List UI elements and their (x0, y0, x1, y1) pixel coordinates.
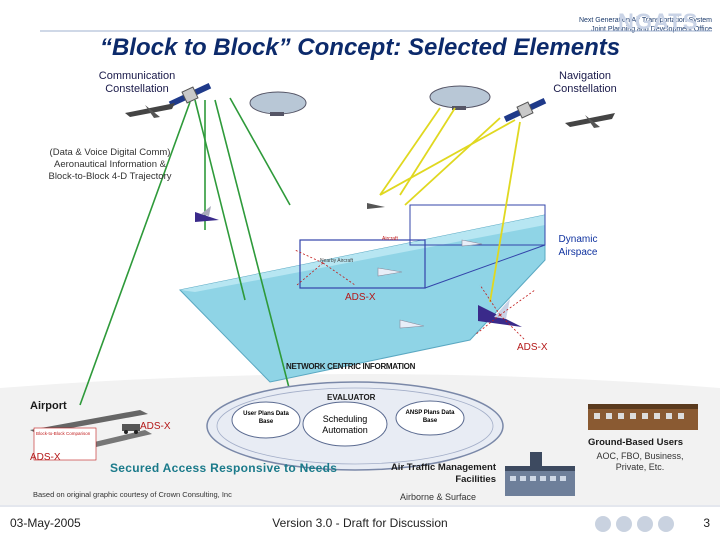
agency-seals (595, 516, 674, 532)
communication-constellation-label: Communication Constellation (98, 70, 176, 95)
slide-title: “Block to Block” Concept: Selected Eleme… (99, 34, 621, 61)
secured-access-label: Secured Access Responsive to Needs (110, 461, 338, 475)
adsx-center-label: ADS-X (345, 292, 376, 303)
dynamic-airspace-box-1 (299, 239, 426, 289)
airport-box-label: Block-to-Block Comparison (36, 431, 91, 436)
comm-blimp (249, 91, 307, 116)
nav-links (379, 107, 521, 303)
network-centric-label: NETWORK CENTRIC INFORMATION (286, 362, 416, 371)
ground-users-sub-label: AOC, FBO, Business, Private, Etc. (596, 451, 684, 472)
dynamic-airspace-edge (424, 244, 546, 289)
footer-page-number: 3 (703, 516, 710, 530)
ground-building (588, 404, 698, 430)
small-box-label-2: Aircraft (382, 236, 398, 242)
scheduling-label: Scheduling Automation (322, 414, 368, 435)
nav-satellite (503, 97, 547, 123)
aircraft-1 (195, 206, 219, 222)
adsx-left-lower-label: ADS-X (30, 452, 61, 463)
dynamic-airspace-label: Dynamic Airspace (558, 234, 598, 258)
footer-date: 03-May-2005 (10, 516, 81, 530)
nav-blimp (429, 85, 491, 110)
scheduling-node (302, 401, 388, 447)
based-on-label: Based on original graphic courtesy of Cr… (33, 490, 232, 499)
user-plans-label: User Plans Data Base (243, 411, 289, 425)
nav-uav (565, 113, 615, 128)
aircraft-2 (367, 203, 385, 209)
airport-label: Airport (30, 400, 67, 412)
comm-uav (125, 103, 175, 118)
network-oval-inner (216, 387, 494, 465)
evaluator-label: EVALUATOR (327, 393, 376, 402)
airborne-surface-label: Airborne & Surface (400, 492, 477, 502)
navigation-constellation-label: Navigation Constellation (553, 70, 617, 95)
data-voice-label: (Data & Voice Digital Comm) Aeronautical… (48, 147, 172, 182)
user-plans-node (231, 401, 301, 439)
footer-version: Version 3.0 - Draft for Discussion (272, 516, 448, 530)
org-line-1: Next Generation Air Transportation Syste… (578, 17, 712, 24)
adsx-right-label: ADS-X (517, 342, 548, 353)
ngats-logo: NGATS (618, 9, 699, 34)
comm-satellite (168, 82, 212, 108)
airport-box (33, 427, 97, 461)
atm-facility (505, 452, 575, 496)
aircraft-5 (478, 299, 522, 327)
ground-users-label: Ground-Based Users (588, 437, 684, 448)
aircraft-6 (399, 319, 425, 329)
ground-vehicle (122, 424, 140, 434)
small-box-label-1: Nearby Aircraft (320, 258, 354, 264)
aircraft-3 (377, 267, 403, 277)
ansp-plans-node (395, 400, 465, 436)
aircraft-4 (461, 239, 483, 247)
adsx-rays (294, 249, 536, 341)
adsx-left-upper-label: ADS-X (140, 421, 171, 432)
org-header: Next Generation Air Transportation Syste… (500, 16, 712, 34)
airspace-wedge-top (180, 215, 545, 292)
atm-facilities-label: Air Traffic Management Facilities (390, 462, 496, 485)
org-line-2: Joint Planning and Development Office (591, 26, 712, 33)
dynamic-airspace-box-2 (409, 204, 546, 246)
ansp-plans-label: ANSP Plans Data Base (405, 410, 455, 424)
